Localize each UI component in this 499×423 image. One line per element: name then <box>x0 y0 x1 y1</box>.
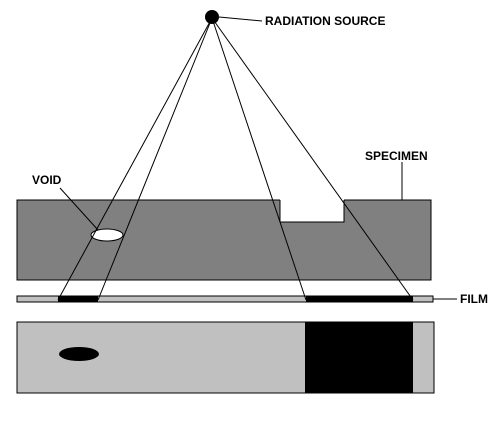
source-leader-line <box>218 16 263 22</box>
film-label: FILM <box>460 292 488 306</box>
ray-line <box>97 17 213 301</box>
radiation-source-dot <box>205 10 219 24</box>
ray-line <box>211 17 307 301</box>
radiation-source-label: RADIATION SOURCE <box>265 14 385 28</box>
ray-line <box>211 17 414 301</box>
specimen-label: SPECIMEN <box>365 149 428 163</box>
film-strip-exposed-left <box>58 296 98 302</box>
void-label: VOID <box>32 173 62 187</box>
void-leader-line <box>59 187 99 231</box>
developed-film-dark-region <box>305 322 413 393</box>
notch-outline <box>279 200 345 223</box>
ray-line <box>57 17 213 301</box>
specimen-block <box>16 199 432 281</box>
void-image-ellipse <box>59 347 99 361</box>
specimen-notch <box>280 199 344 222</box>
film-strip-exposed-right <box>306 296 413 302</box>
void-ellipse <box>90 228 124 242</box>
